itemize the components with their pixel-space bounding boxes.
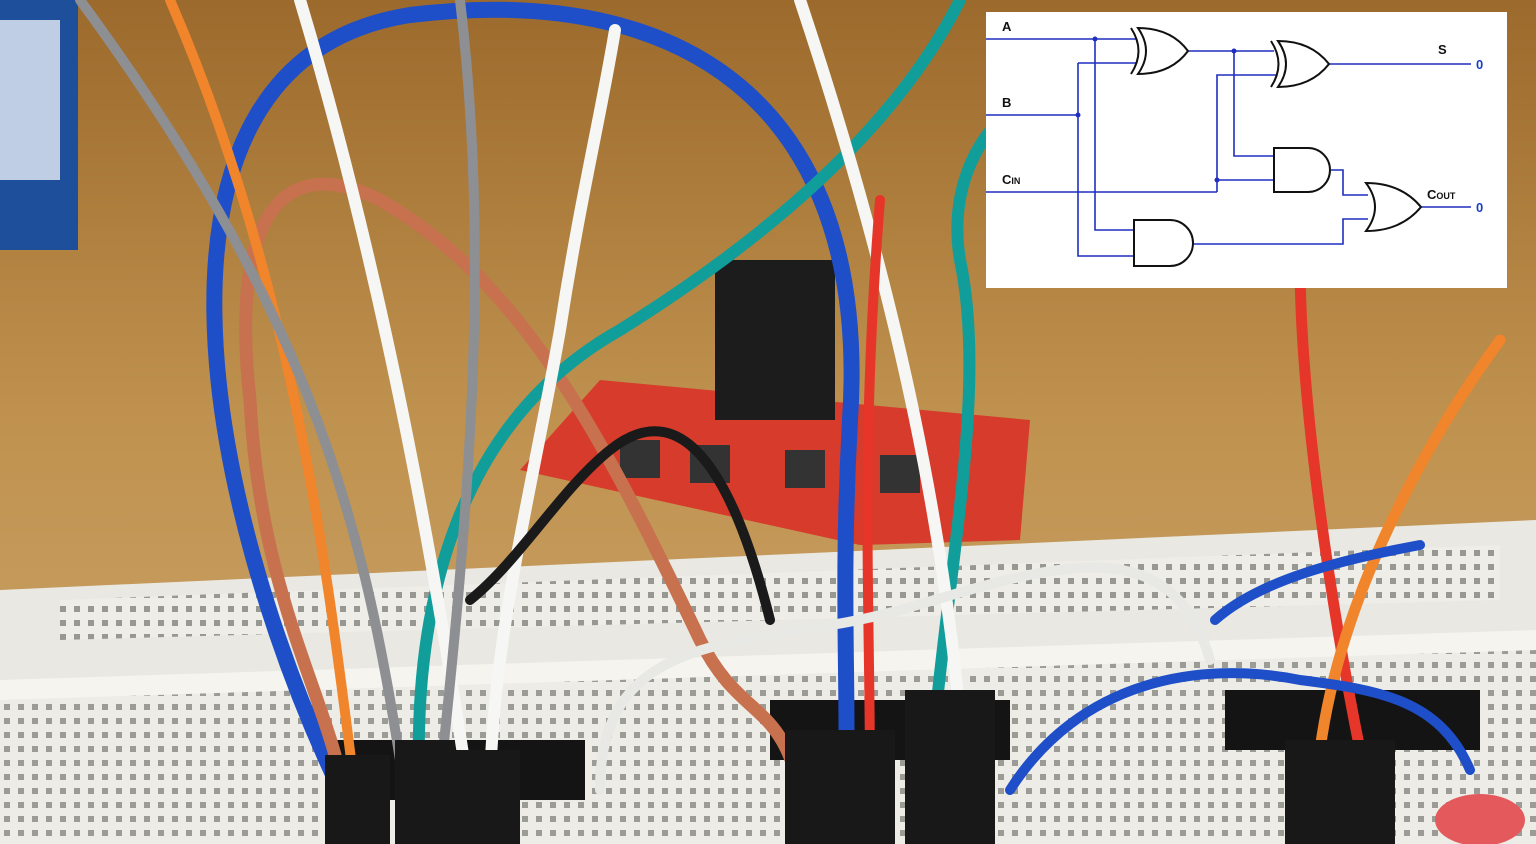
xor-gate-1 (1130, 26, 1190, 76)
xor-gate-2 (1270, 39, 1331, 89)
and-gate-1 (1273, 147, 1331, 193)
relay-module (520, 260, 1030, 545)
junction-dots (1075, 36, 1237, 183)
output-cout-value: 0 (1476, 200, 1483, 215)
jumper-wires (75, 0, 1506, 808)
output-s-value: 0 (1476, 57, 1483, 72)
input-a-label: A (1002, 19, 1012, 34)
input-b-label: B (1002, 95, 1011, 110)
output-s-label: S (1438, 42, 1447, 57)
full-adder-schematic: A B CIN S 0 COUT 0 (986, 12, 1507, 288)
input-cin-label: CIN (1002, 172, 1020, 187)
output-cout-label: COUT (1427, 187, 1456, 202)
or-gate (1364, 181, 1423, 233)
and-gate-2 (1133, 219, 1194, 267)
schematic-wires (986, 38, 1471, 257)
